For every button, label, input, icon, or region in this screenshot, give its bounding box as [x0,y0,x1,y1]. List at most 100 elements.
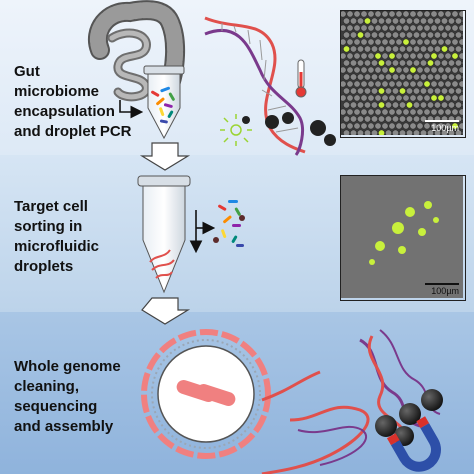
droplet [367,80,375,88]
droplet [384,31,392,39]
droplet [346,52,354,60]
micrograph-background [341,176,463,298]
droplet [349,73,357,81]
droplet [447,45,455,53]
droplet [350,129,357,135]
droplet [363,73,371,81]
droplet [395,11,403,18]
droplet [458,80,463,88]
droplet [367,38,375,46]
droplet [437,38,445,46]
droplet [423,94,431,102]
droplet [409,80,417,88]
step-label-sorting: Target cell sorting in microfluidic drop… [14,198,100,275]
sorted-droplet [392,222,404,234]
droplet [395,66,403,74]
positive-droplet [426,59,434,67]
droplet [374,66,382,74]
probe-blobs [242,112,336,146]
droplet [346,108,354,116]
bacteria-mix [151,86,175,124]
droplet [444,52,452,60]
droplet [419,73,427,81]
droplet [451,108,459,116]
droplet [381,52,389,60]
droplet [426,45,434,53]
droplet [454,17,462,25]
droplet [342,31,350,39]
droplet [398,73,406,81]
droplet [374,11,382,18]
droplet [433,17,441,25]
droplet [419,101,427,109]
droplet [349,101,357,109]
droplet [346,94,354,102]
droplet [420,129,427,135]
droplet [353,122,361,130]
droplet [451,80,459,88]
droplet [458,94,463,102]
droplet [430,66,438,74]
droplet [419,17,427,25]
droplet [454,101,462,109]
droplet [409,11,417,18]
droplet [458,38,463,46]
droplet [412,59,420,67]
droplet [406,129,413,135]
droplet [462,88,463,94]
droplet [353,38,361,46]
droplet [413,129,420,135]
droplet [440,59,448,67]
droplet [430,24,438,32]
droplet [451,38,459,46]
droplet [430,11,438,18]
droplet [356,115,364,123]
droplet [360,38,368,46]
droplet [454,45,462,53]
droplet [392,129,399,135]
scale-label: 100µm [431,286,459,296]
droplet [363,115,371,123]
droplet [416,11,424,18]
droplet [462,60,463,66]
droplet [395,94,403,102]
droplet [346,66,354,74]
droplet [423,38,431,46]
droplet [398,101,406,109]
droplet [370,45,378,53]
droplet [399,129,406,135]
sorted-droplet [405,207,415,217]
droplet [360,66,368,74]
positive-droplet [451,52,459,60]
droplet [353,80,361,88]
droplet [433,101,441,109]
droplet [398,59,406,67]
arrow-down-icon [139,142,191,171]
droplet [398,31,406,39]
droplet [341,66,347,74]
droplet [346,11,354,18]
droplet [367,11,375,18]
droplet [384,45,392,53]
droplet [395,38,403,46]
droplet [349,59,357,67]
positive-droplet [377,59,385,67]
droplet [391,73,399,81]
droplet [409,24,417,32]
droplet [363,31,371,39]
droplet [444,108,452,116]
droplet [430,108,438,116]
droplet [377,31,385,39]
droplet [370,87,378,95]
droplet [381,108,389,116]
droplet [437,80,445,88]
droplet [412,17,420,25]
droplet [381,66,389,74]
droplet [451,11,459,18]
droplet [423,24,431,32]
droplet [363,101,371,109]
droplet [363,87,371,95]
droplet [416,24,424,32]
sorting-tube-icon [137,175,191,294]
droplet [388,11,396,18]
